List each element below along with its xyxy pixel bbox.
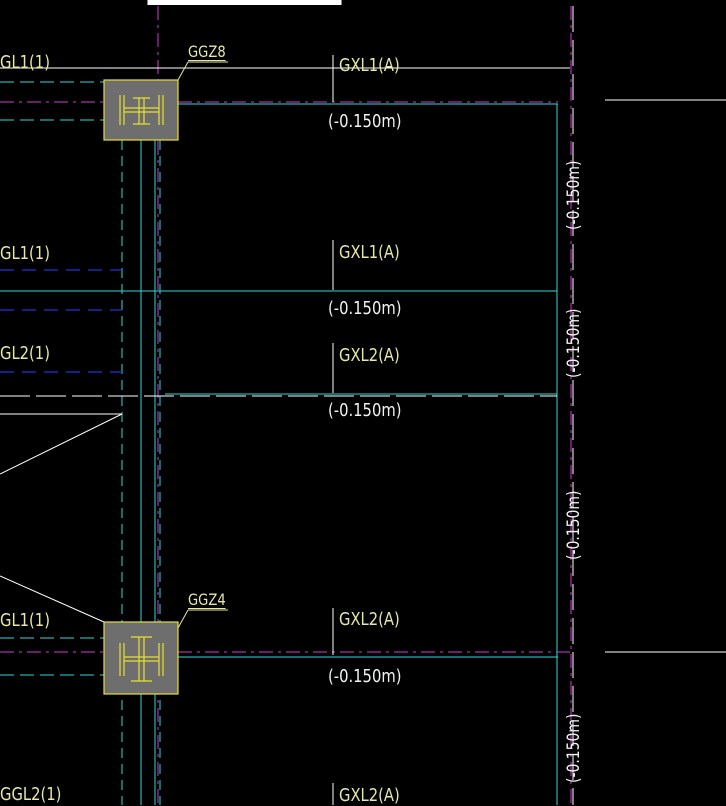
horizontal-beam-lines (0, 67, 726, 676)
steel-column-ggz4[interactable] (103, 621, 179, 695)
document-tab[interactable] (147, 0, 342, 5)
label-leader-lines (177, 55, 334, 805)
beam-label-right: GXL1(A) (339, 55, 400, 76)
vertical-elevation-label: (-0.150m) (564, 160, 584, 230)
beam-label-left: GL1(1) (0, 243, 50, 264)
beam-label-left: GL1(1) (0, 610, 50, 631)
beam-label-right: GXL2(A) (339, 785, 400, 806)
beam-label-left: GL1(1) (0, 52, 50, 73)
vertical-elevation-label: (-0.150m) (564, 713, 584, 783)
column-label-ggz4: GGZ4 (188, 590, 226, 609)
column-label-ggz8: GGZ8 (188, 42, 226, 61)
vertical-elevation-label: (-0.150m) (564, 308, 584, 378)
beam-label-left: GGL2(1) (0, 784, 62, 805)
elevation-label: (-0.150m) (328, 400, 402, 421)
beam-label-right: GXL1(A) (339, 242, 400, 263)
beam-label-left: GL2(1) (0, 343, 50, 364)
elevation-label: (-0.150m) (328, 298, 402, 319)
diagonal-brace-lines (0, 413, 123, 623)
steel-column-ggz8[interactable] (103, 79, 179, 141)
elevation-label: (-0.150m) (328, 111, 402, 132)
beam-label-right: GXL2(A) (339, 345, 400, 366)
beam-label-right: GXL2(A) (339, 609, 400, 630)
vertical-elevation-label: (-0.150m) (564, 490, 584, 560)
elevation-label: (-0.150m) (328, 666, 402, 687)
toolbar-strip (0, 0, 726, 6)
